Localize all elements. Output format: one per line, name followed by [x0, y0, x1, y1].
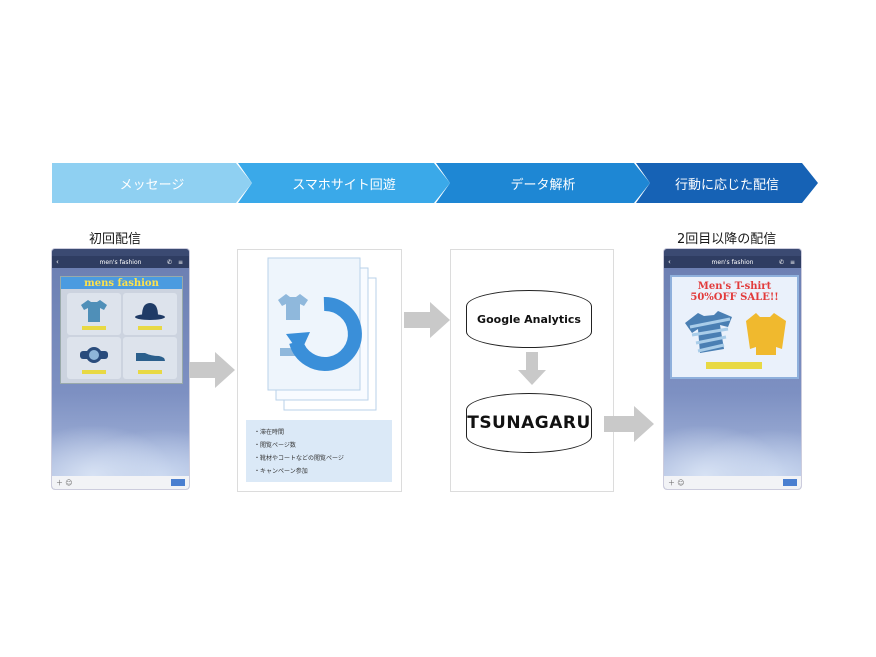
- back-icon: ‹: [668, 258, 671, 266]
- tracking-item: ・滞在時間: [254, 429, 285, 436]
- pages-illustration: [267, 257, 377, 411]
- t-shirt-icon: [278, 294, 308, 320]
- google-analytics-box: Google Analytics: [466, 290, 592, 348]
- flow-arrow-1: [189, 352, 235, 388]
- chat-title: men's fashion: [711, 258, 754, 266]
- tile-button: [82, 370, 106, 374]
- message-input-bar: ＋ ☺: [52, 476, 189, 489]
- tile-button: [138, 326, 162, 330]
- tile-button: [138, 370, 162, 374]
- striped-t-shirt-icon: [685, 311, 732, 353]
- t-shirt-icon: [81, 300, 107, 322]
- phone-topbar: ‹ men's fashion ✆ ≡: [664, 256, 801, 268]
- shoes-icon: [136, 353, 165, 361]
- first-delivery-label: 初回配信: [89, 232, 142, 247]
- second-delivery-label: 2回目以降の配信: [677, 232, 777, 247]
- sale-message-card: Men's T-shirt 50%OFF SALE!!: [670, 275, 799, 379]
- message-input-bar: ＋ ☺: [664, 476, 801, 489]
- cloud-decoration: [52, 416, 189, 476]
- fashion-card-title: mens fashion: [61, 277, 182, 289]
- tshirt-tile: [67, 293, 121, 335]
- hat-tile: [123, 293, 177, 335]
- sale-card-button: [706, 362, 762, 369]
- second-delivery-phone: ‹ men's fashion ✆ ≡ Men's T-shirt 50%OFF…: [664, 249, 801, 489]
- flow-arrow-3: [604, 406, 654, 442]
- site-browsing-panel: ・滞在時間 ・閲覧ページ数 ・靴材やコートなどの閲覧ページ ・キャンペーン参加: [237, 249, 402, 492]
- phone-topbar: ‹ men's fashion ✆ ≡: [52, 256, 189, 268]
- sale-line-1: Men's T-shirt: [697, 281, 772, 292]
- sale-line-2: 50%OFF SALE!!: [690, 292, 779, 303]
- tracking-list: ・滞在時間 ・閲覧ページ数 ・靴材やコートなどの閲覧ページ ・キャンペーン参加: [246, 420, 392, 482]
- first-delivery-phone: ‹ men's fashion ✆ ≡ mens fashion: [52, 249, 189, 489]
- step-site-browsing: スマホサイト回遊: [238, 163, 450, 203]
- send-button: [171, 479, 185, 486]
- yellow-t-shirt-icon: [746, 313, 786, 355]
- process-steps-banner: メッセージ スマホサイト回遊 データ解析 行動に応じた配信: [52, 163, 818, 203]
- tsunagaru-logo-box: TSUNAGARU: [466, 393, 592, 453]
- chat-title: men's fashion: [99, 258, 142, 266]
- cloud-decoration: [664, 416, 801, 476]
- step-message: メッセージ: [52, 163, 252, 203]
- sale-headline: Men's T-shirt 50%OFF SALE!!: [672, 281, 797, 303]
- down-arrow: [518, 352, 546, 385]
- watch-icon: [80, 347, 108, 363]
- flow-arrow-2: [404, 302, 450, 338]
- data-analysis-panel: Google Analytics TSUNAGARU: [450, 249, 614, 492]
- fashion-message-card: mens fashion: [60, 276, 183, 384]
- refresh-cycle-icon: [289, 296, 362, 371]
- tracking-item: ・閲覧ページ数: [254, 442, 296, 449]
- tracking-item: ・キャンペーン参加: [254, 468, 308, 475]
- shoes-tile: [123, 337, 177, 379]
- phone-statusbar: [52, 249, 189, 256]
- back-icon: ‹: [56, 258, 59, 266]
- chat-body: mens fashion: [52, 268, 189, 476]
- hat-icon: [135, 303, 165, 320]
- plus-icon: ＋ ☺: [56, 478, 73, 487]
- step-data-analysis: データ解析: [436, 163, 650, 203]
- send-button: [783, 479, 797, 486]
- plus-icon: ＋ ☺: [668, 478, 685, 487]
- tracking-item: ・靴材やコートなどの閲覧ページ: [254, 455, 344, 462]
- call-icon: ✆ ≡: [167, 258, 185, 266]
- tile-button: [82, 326, 106, 330]
- step-behavior-delivery: 行動に応じた配信: [636, 163, 818, 203]
- phone-statusbar: [664, 249, 801, 256]
- chat-body: Men's T-shirt 50%OFF SALE!!: [664, 268, 801, 476]
- call-icon: ✆ ≡: [779, 258, 797, 266]
- watch-tile: [67, 337, 121, 379]
